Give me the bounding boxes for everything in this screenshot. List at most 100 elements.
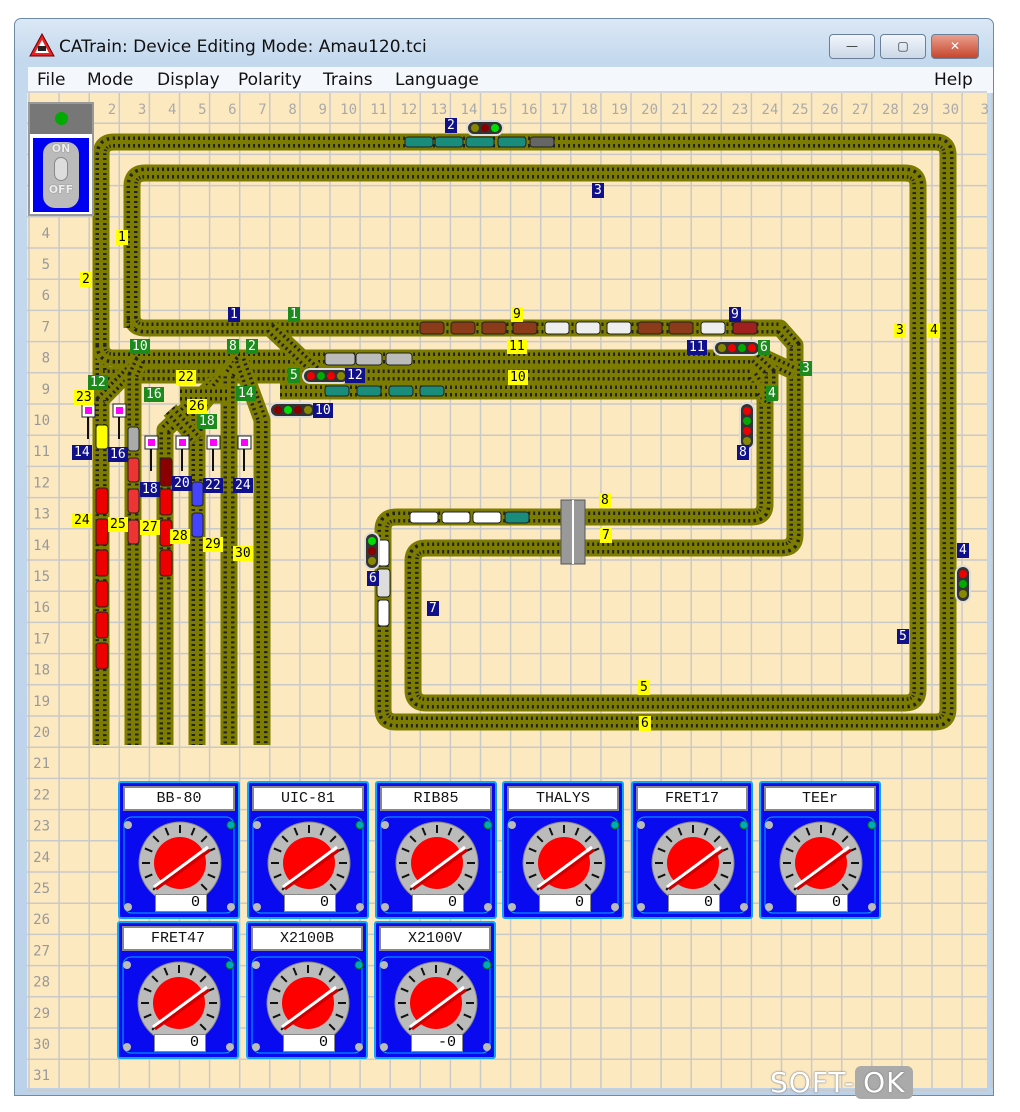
train-car[interactable] xyxy=(159,488,173,516)
track-rail-gap xyxy=(99,344,796,374)
window-title: CATrain: Device Editing Mode: Amau120.tc… xyxy=(59,37,427,57)
train-car[interactable] xyxy=(441,511,471,524)
train-car[interactable] xyxy=(377,599,390,627)
speed-dial-icon[interactable] xyxy=(761,815,879,915)
train-car[interactable] xyxy=(356,385,382,397)
train-car[interactable] xyxy=(497,136,527,148)
train-car[interactable] xyxy=(95,549,109,577)
minimize-button[interactable]: — xyxy=(829,34,875,59)
speed-dial-icon[interactable] xyxy=(633,815,751,915)
train-car[interactable] xyxy=(472,511,502,524)
shunt-signal-icon[interactable] xyxy=(144,435,159,471)
track-number-label: 22 xyxy=(176,370,196,385)
train-car[interactable] xyxy=(512,321,538,335)
train-car[interactable] xyxy=(95,611,109,639)
signal-light-icon[interactable] xyxy=(269,402,317,418)
column-label: 16 xyxy=(521,102,538,118)
track-number-label: 7 xyxy=(600,528,612,543)
throttle-fret47: FRET47 0 xyxy=(117,921,239,1059)
speed-dial-icon[interactable] xyxy=(120,815,238,915)
signal-light-icon[interactable] xyxy=(302,368,350,384)
track-number-label: 23 xyxy=(74,390,94,405)
column-label: 27 xyxy=(852,102,869,118)
speed-dial-icon[interactable] xyxy=(504,815,622,915)
menu-trains[interactable]: Trains xyxy=(323,70,373,90)
train-car[interactable] xyxy=(419,321,445,335)
signal-light-icon[interactable] xyxy=(466,120,504,136)
shunt-signal-icon[interactable] xyxy=(175,435,190,471)
track-number-label: 3 xyxy=(894,323,906,338)
menu-language[interactable]: Language xyxy=(395,70,479,90)
close-button[interactable]: ✕ xyxy=(931,34,979,59)
menu-polarity[interactable]: Polarity xyxy=(238,70,302,90)
row-label: 15 xyxy=(33,569,50,585)
train-car[interactable] xyxy=(191,512,204,538)
train-car[interactable] xyxy=(575,321,601,335)
train-car[interactable] xyxy=(95,487,109,515)
speed-value: 0 xyxy=(284,894,336,912)
throttle-fret17: FRET17 0 xyxy=(631,781,753,919)
train-car[interactable] xyxy=(127,488,140,514)
train-car[interactable] xyxy=(481,321,507,335)
train-car[interactable] xyxy=(388,385,414,397)
train-car[interactable] xyxy=(159,549,173,577)
row-label: 26 xyxy=(33,912,50,928)
train-car[interactable] xyxy=(95,424,109,450)
train-car[interactable] xyxy=(127,519,140,545)
train-car[interactable] xyxy=(637,321,663,335)
train-car[interactable] xyxy=(504,511,530,524)
signal-light-icon[interactable] xyxy=(955,565,971,603)
train-car[interactable] xyxy=(324,352,356,366)
track-number-label: 11 xyxy=(507,339,527,354)
shunt-signal-icon[interactable] xyxy=(206,435,221,471)
menu-help[interactable]: Help xyxy=(934,70,973,90)
train-car[interactable] xyxy=(544,321,570,335)
train-car[interactable] xyxy=(159,457,173,487)
shunt-signal-icon[interactable] xyxy=(112,403,127,439)
turnout-number-label: 8 xyxy=(227,339,239,354)
train-car[interactable] xyxy=(434,136,464,148)
signal-light-icon[interactable] xyxy=(364,532,380,570)
column-label: 6 xyxy=(228,102,236,118)
speed-dial-icon[interactable] xyxy=(377,815,495,915)
train-car[interactable] xyxy=(95,518,109,546)
train-car[interactable] xyxy=(606,321,632,335)
signal-light-icon[interactable] xyxy=(713,340,761,356)
train-car[interactable] xyxy=(127,457,140,483)
menu-mode[interactable]: Mode xyxy=(87,70,134,90)
train-car[interactable] xyxy=(668,321,694,335)
power-led-icon xyxy=(30,104,92,134)
menu-file[interactable]: File xyxy=(37,70,66,90)
train-car[interactable] xyxy=(732,321,758,335)
train-car[interactable] xyxy=(355,352,383,366)
signal-light-icon[interactable] xyxy=(739,402,755,450)
train-car[interactable] xyxy=(127,426,140,452)
signal-number-label: 6 xyxy=(367,571,379,586)
train-car[interactable] xyxy=(409,511,439,524)
speed-dial-icon[interactable] xyxy=(119,955,237,1055)
signal-number-label: 2 xyxy=(445,118,457,133)
train-car[interactable] xyxy=(404,136,434,148)
train-car[interactable] xyxy=(700,321,726,335)
train-car[interactable] xyxy=(529,136,555,148)
train-name-label: THALYS xyxy=(507,786,619,811)
maximize-button[interactable]: ▢ xyxy=(880,34,926,59)
train-car[interactable] xyxy=(419,385,445,397)
speed-dial-icon[interactable] xyxy=(249,815,367,915)
train-car[interactable] xyxy=(191,481,204,507)
speed-dial-icon[interactable] xyxy=(376,955,494,1055)
train-car[interactable] xyxy=(376,568,391,598)
column-label: 28 xyxy=(882,102,899,118)
train-car[interactable] xyxy=(324,385,350,397)
shunt-signal-icon[interactable] xyxy=(237,435,252,471)
speed-dial-icon[interactable] xyxy=(248,955,366,1055)
menu-display[interactable]: Display xyxy=(157,70,220,90)
train-car[interactable] xyxy=(465,136,495,148)
train-car[interactable] xyxy=(385,352,413,366)
power-switch[interactable]: ON OFF xyxy=(28,102,94,216)
train-car[interactable] xyxy=(450,321,476,335)
train-car[interactable] xyxy=(95,642,109,670)
train-car[interactable] xyxy=(95,580,109,608)
column-label: 8 xyxy=(288,102,296,118)
